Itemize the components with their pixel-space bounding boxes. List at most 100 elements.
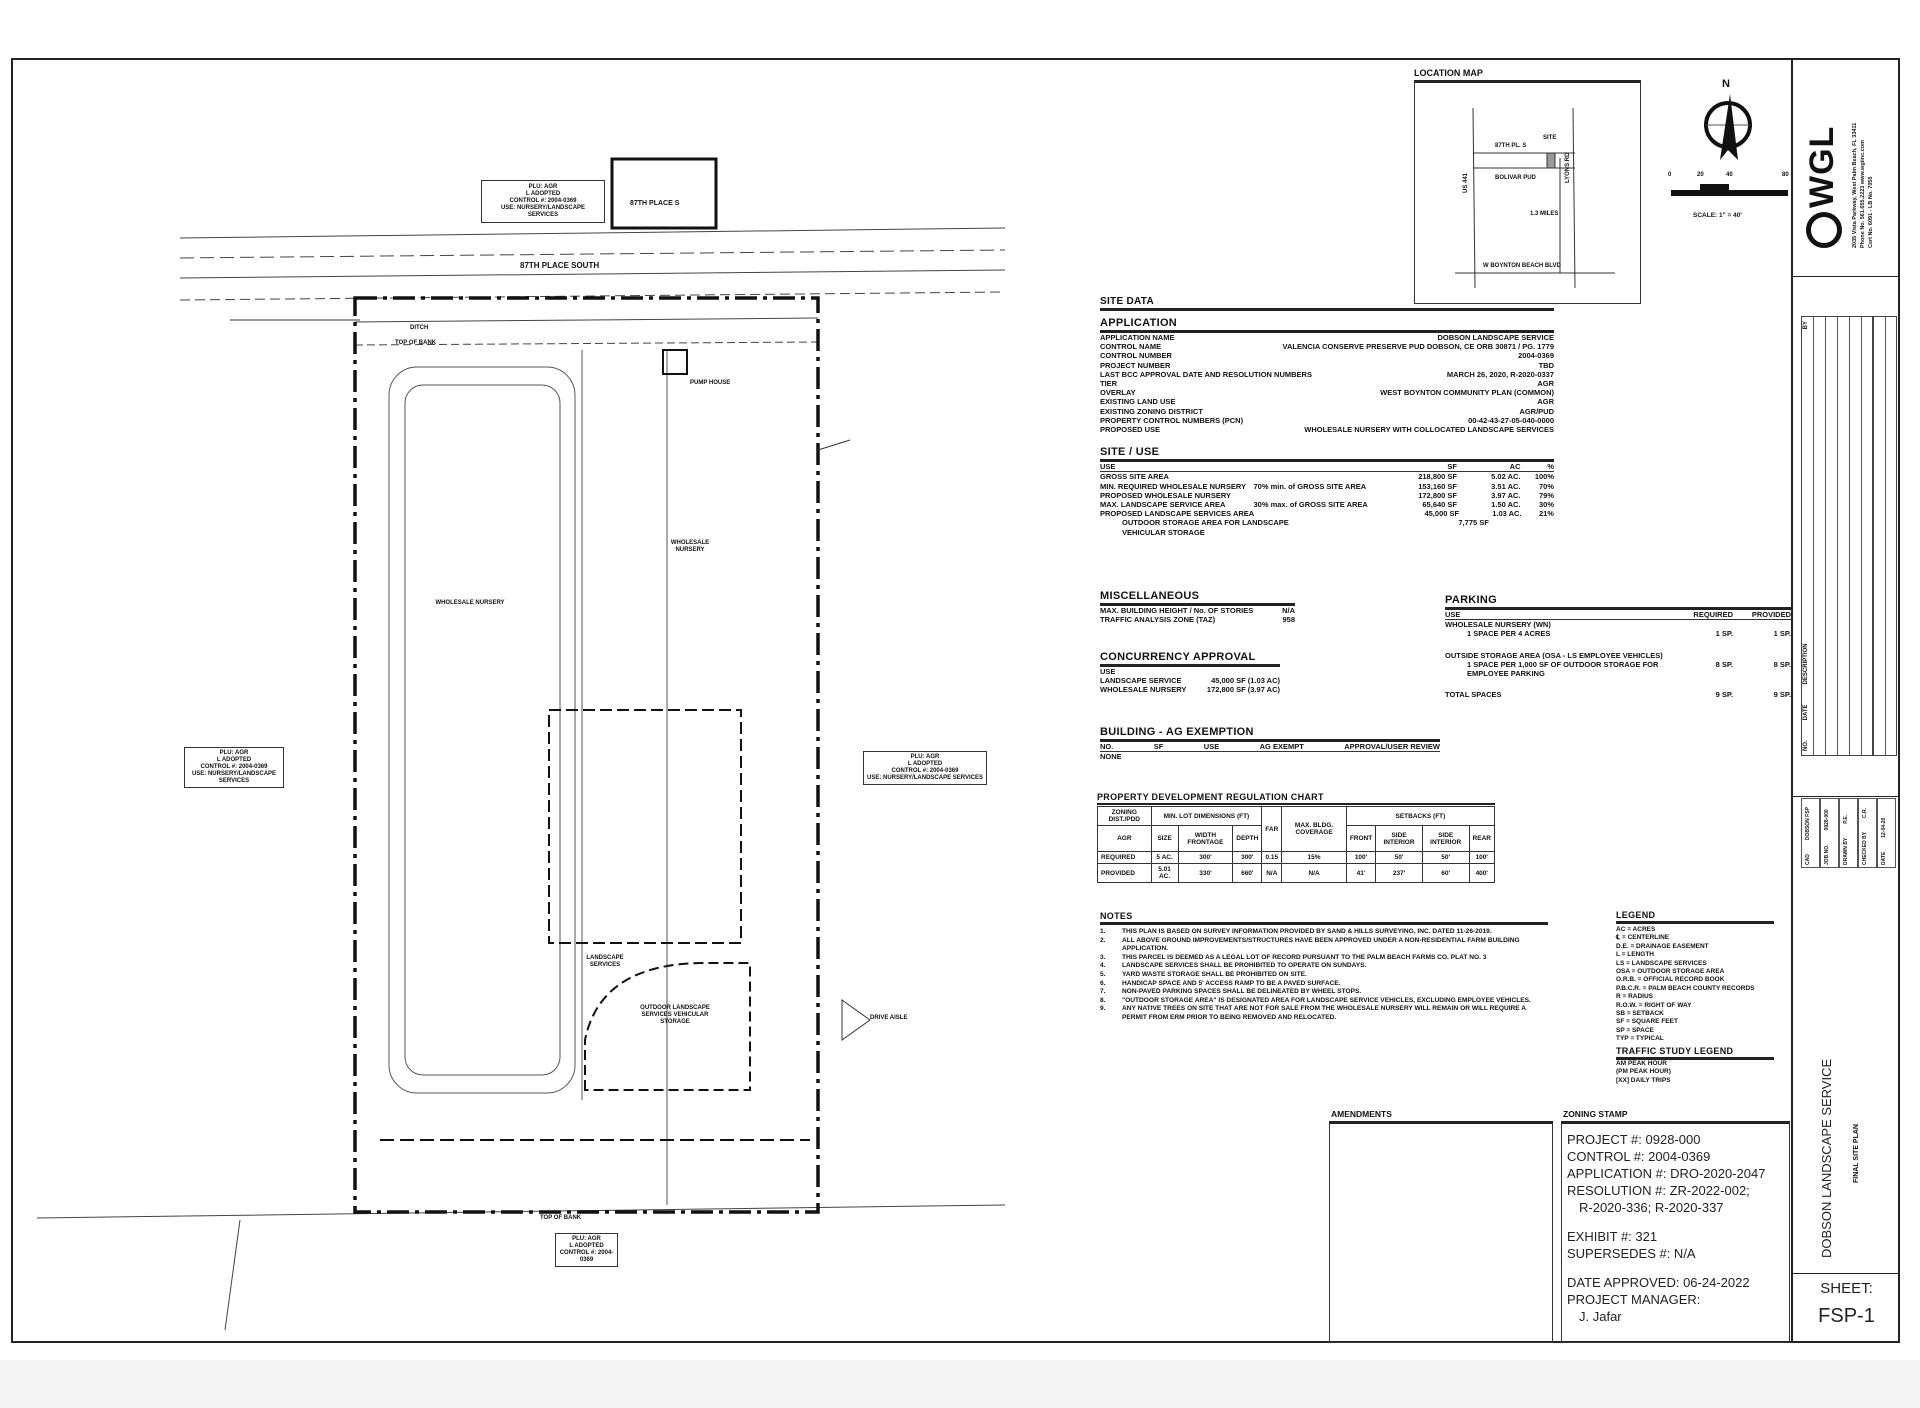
application-row-cell: 2004-0369 [1518,351,1554,361]
legend-item: ℄ = CENTERLINE [1616,934,1670,942]
site-use-header-cell: % [1547,462,1554,472]
legend-item: SF = SQUARE FEET [1616,1018,1678,1026]
map-label-lyons: LYONS RD [1565,152,1571,183]
zoning-stamp-line: RESOLUTION #: ZR-2022-002; [1567,1183,1750,1198]
note-item: 4. LANDSCAPE SERVICES SHALL BE PROHIBITED… [1100,962,1548,971]
parking-cell: TOTAL SPACES [1445,690,1502,700]
note-number: 1. [1100,928,1106,935]
site-use-cell [1254,528,1384,537]
location-map: 87TH PL. S SITE BOLIVAR PUD 1.3 MILES W … [1414,80,1641,304]
parking-cell: 8 SP. [1773,659,1791,669]
title-info-label: DATE [1881,851,1887,865]
note-number: 4. [1100,962,1106,970]
landscape-label: LANDSCAPE SERVICES [586,955,624,968]
traffic-legend-item: AM PEAK HOUR [1616,1059,1667,1067]
note-number: 6. [1100,979,1106,987]
application-row-cell: WEST BOYNTON COMMUNITY PLAN (COMMON) [1380,388,1554,398]
leader-line [817,439,851,451]
note-text: ALL ABOVE GROUND IMPROVEMENTS/STRUCTURES… [1122,936,1520,953]
zoning-stamp-line: PROJECT MANAGER: [1567,1292,1701,1307]
legend-item: D.E. = DRAINAGE EASEMENT [1616,942,1709,950]
site-use-cell [1254,472,1384,481]
parking-cell: 9 SP. [1715,690,1733,700]
firm-address: 2035 Vista Parkway, West Palm Beach, FL … [1852,122,1874,248]
scale-text: SCALE: 1" = 40' [1693,212,1742,219]
application-row-cell: CONTROL NUMBER [1100,351,1172,361]
background-band [0,1360,1920,1408]
note-number: 3. [1100,953,1106,961]
title-info-value: DOBSON FSP [1805,807,1811,841]
legend-item: SB = SETBACK [1616,1010,1664,1018]
site-use-cell: MAX. LANDSCAPE SERVICE AREA [1100,500,1226,510]
note-text: YARD WASTE STORAGE SHALL BE PROHIBITED O… [1122,970,1307,978]
site-use-cell: 1.03 AC. [1492,509,1522,519]
pdr-cell: 660' [1232,863,1263,883]
site-use-cell: 172,800 SF [1418,490,1457,500]
pdr-cell: 100' [1345,851,1377,864]
top-of-bank-label: TOP OF BANK [395,340,437,346]
application-row-cell: AGR/PUD [1519,406,1554,416]
road-centerline [179,249,1006,259]
site-data-title: SITE DATA [1100,296,1554,311]
key-map-box [610,157,718,230]
map-label-miles: 1.3 MILES [1530,211,1559,217]
application-row-cell: CONTROL NAME [1100,342,1162,352]
road-line [179,269,1006,279]
site-use-cell: 30% [1538,500,1554,510]
note-item: 7.NON-PAVED PARKING SPACES SHALL BE DELI… [1100,988,1548,997]
pump-house [662,349,688,375]
bank-line [354,341,819,346]
note-number: 9. [1100,1005,1106,1013]
application-row-cell: VALENCIA CONSERVE PRESERVE PUD DOBSON, C… [1282,342,1554,352]
ditch-label: DITCH [410,325,429,331]
rev-header-date: DATE [1803,704,1809,721]
legend-item: R = RADIUS [1616,993,1654,1001]
north-label: N [1722,78,1730,90]
top-of-bank-line [354,317,819,323]
site-use-cell: 153,160 SF [1418,481,1457,491]
ag-header-cell: APPROVAL/USER REVIEW [1344,742,1440,751]
rev-header-no: NO. [1803,740,1809,751]
site-use-cell: 3.51 AC. [1491,481,1521,491]
location-map-title: LOCATION MAP [1414,68,1483,78]
pdr-cell: 5 AC. [1150,851,1179,864]
note-text: LANDSCAPE SERVICES SHALL BE PROHIBITED T… [1122,962,1367,970]
site-use-cell [1257,509,1387,518]
pdr-cell: 100' [1468,851,1496,864]
site-use-cell: 21% [1538,509,1554,519]
site-use-cell: 65,640 SF [1422,500,1457,510]
amendments-title: AMENDMENTS [1331,1109,1392,1119]
legend-item: OSA = OUTDOOR STORAGE AREA [1616,968,1725,976]
concurrency-row-cell: LANDSCAPE SERVICE [1100,676,1182,686]
site-use-cell [1289,518,1419,527]
parking-row: 1 SPACE PER 1,000 SF OF OUTDOOR STORAGE … [1445,660,1791,678]
road-line [179,227,1006,239]
note-item: 1.THIS PLAN IS BASED ON SURVEY INFORMATI… [1100,928,1548,937]
ag-header-cell: USE [1203,742,1220,751]
rev-header-description: DESCRIPTION [1803,643,1809,685]
title-block: WGL 2035 Vista Parkway, West Palm Beach,… [1791,58,1900,1343]
note-item: 3.THIS PARCEL IS DEEMED AS A LEGAL LOT O… [1100,954,1548,963]
legend-item: P.B.C.R. = PALM BEACH COUNTY RECORDS [1616,984,1755,992]
misc-title: MISCELLANEOUS [1100,590,1295,606]
zoning-stamp-line [1567,1216,1784,1228]
traffic-legend-item: [XX] DAILY TRIPS [1616,1076,1671,1084]
title-info-text: JOB NO.0928-000 [1824,809,1830,865]
drawing-title: FINAL SITE PLAN [1853,1124,1860,1183]
scale-bar [1671,184,1788,196]
